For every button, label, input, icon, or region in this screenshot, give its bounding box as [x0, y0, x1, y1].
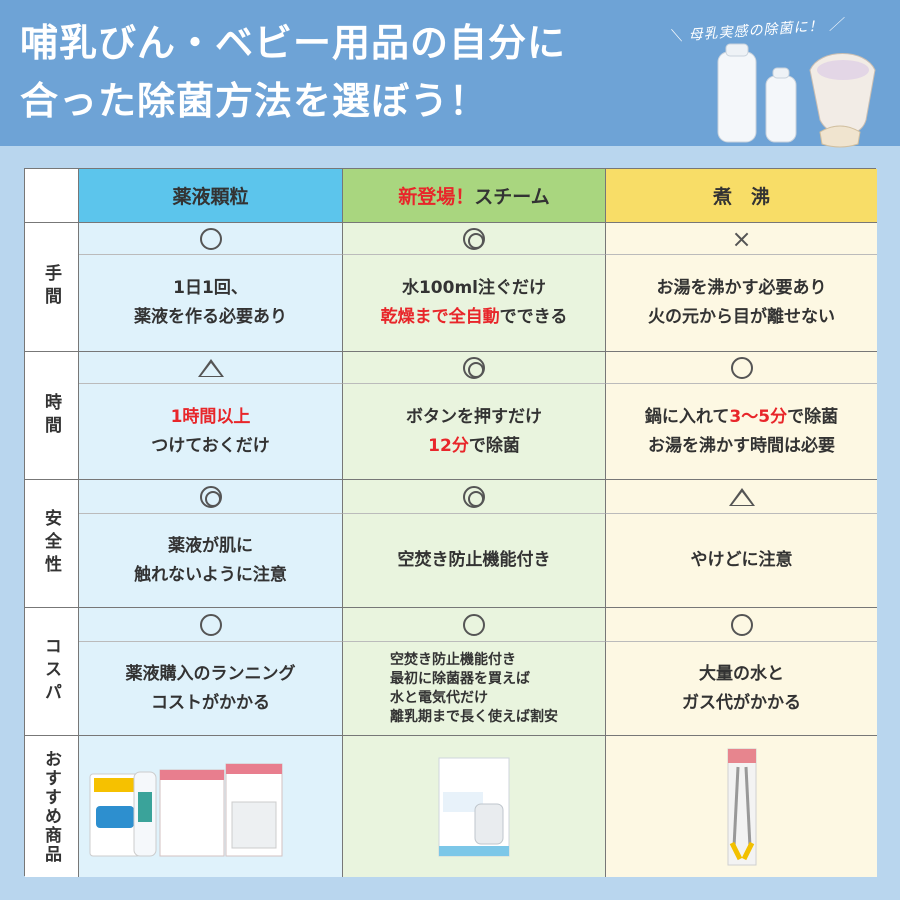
- safety-text-chemical: 薬液が肌に触れないように注意: [79, 514, 343, 608]
- cost-text-steam: 空焚き防止機能付き 最初に除菌器を買えば 水と電気代だけ 離乳期まで長く使えば割…: [343, 642, 606, 736]
- products-boiling: [606, 736, 877, 877]
- chemical-products-image: [89, 763, 282, 856]
- cost-rating-boiling: [606, 608, 877, 642]
- cost-rating-chemical: [79, 608, 343, 642]
- tongs-image: [727, 748, 756, 865]
- row-label-time: 時間: [25, 352, 79, 480]
- circle-mark-icon: [463, 613, 485, 636]
- time-rating-chemical: [79, 352, 343, 384]
- steam-sterilizer-image: [438, 757, 510, 856]
- row-label-safety: 安全性: [25, 480, 79, 608]
- triangle-mark-icon: [728, 487, 755, 506]
- column-header-boiling: 煮 沸: [606, 169, 877, 223]
- row-label-products: おすすめ商品: [25, 736, 79, 877]
- row-label-effort: 手間: [25, 223, 79, 352]
- effort-text-steam: 水100ml注ぐだけ乾燥まで全自動でできる: [343, 255, 606, 352]
- products-steam: [343, 736, 606, 877]
- time-rating-steam: [343, 352, 606, 384]
- corner-cell: [25, 169, 79, 223]
- bottle-illustration: [717, 43, 876, 148]
- cost-text-boiling: 大量の水とガス代がかかる: [606, 642, 877, 736]
- double-circle-mark-icon: [463, 227, 485, 250]
- header-banner: 哺乳びん・ベビー用品の自分に 合った除菌方法を選ぼう！ ＼ 母乳実感の除菌に！ …: [0, 0, 900, 148]
- circle-mark-icon: [199, 613, 222, 636]
- products-chemical: [79, 736, 343, 877]
- safety-text-boiling: やけどに注意: [606, 514, 877, 608]
- safety-text-steam: 空焚き防止機能付き: [343, 514, 606, 608]
- safety-rating-steam: [343, 480, 606, 514]
- circle-mark-icon: [199, 227, 222, 250]
- row-label-cost: コスパ: [25, 608, 79, 736]
- cost-text-chemical: 薬液購入のランニングコストがかかる: [79, 642, 343, 736]
- effort-text-boiling: お湯を沸かす必要あり火の元から目が離せない: [606, 255, 877, 352]
- time-rating-boiling: [606, 352, 877, 384]
- circle-mark-icon: [730, 356, 753, 379]
- time-text-boiling: 鍋に入れて3〜5分で除菌お湯を沸かす時間は必要: [606, 384, 877, 480]
- double-circle-mark-icon: [463, 485, 485, 508]
- circle-mark-icon: [730, 613, 753, 636]
- comparison-table: 薬液顆粒 新登場！スチーム 煮 沸 手間 × 1日1回、薬液を作る必要あり 水1…: [24, 168, 877, 877]
- triangle-mark-icon: [197, 358, 224, 377]
- page-title: 哺乳びん・ベビー用品の自分に 合った除菌方法を選ぼう！: [20, 21, 567, 123]
- safety-rating-chemical: [79, 480, 343, 514]
- column-header-chemical: 薬液顆粒: [79, 169, 343, 223]
- column-header-steam: 新登場！スチーム: [343, 169, 606, 223]
- effort-rating-chemical: [79, 223, 343, 255]
- cost-rating-steam: [343, 608, 606, 642]
- double-circle-mark-icon: [199, 485, 222, 508]
- cross-mark-icon: ×: [731, 224, 752, 253]
- double-circle-mark-icon: [463, 356, 485, 379]
- time-text-chemical: 1時間以上つけておくだけ: [79, 384, 343, 480]
- safety-rating-boiling: [606, 480, 877, 514]
- effort-rating-steam: [343, 223, 606, 255]
- effort-rating-boiling: ×: [606, 223, 877, 255]
- effort-text-chemical: 1日1回、薬液を作る必要あり: [79, 255, 343, 352]
